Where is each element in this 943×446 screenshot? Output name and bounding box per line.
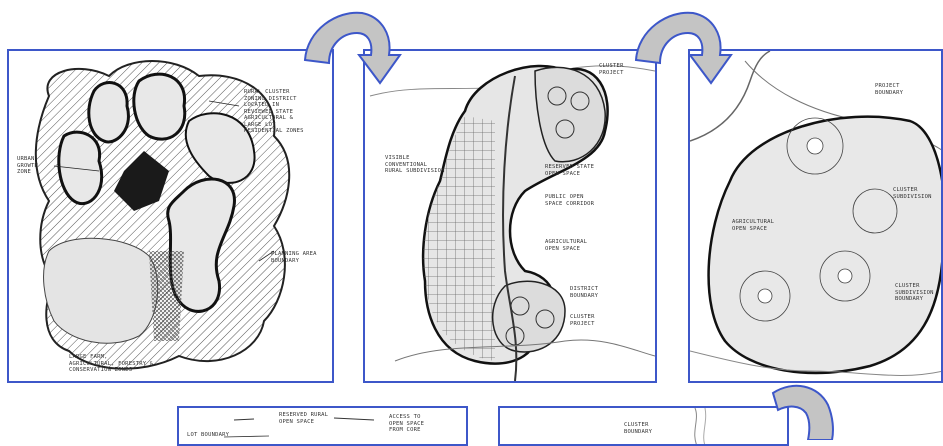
label-large-farm: LARGE FARM, AGRICULTURAL, FORESTRY & CON… [69,354,153,374]
diagram-panel-5: CLUSTER BOUNDARY [498,406,789,446]
panel-3-drawing [690,51,943,381]
label-agricultural-open-space-3: AGRICULTURAL OPEN SPACE [732,219,774,232]
diagram-panel-2: CLUSTER PROJECT VISIBLE CONVENTIONAL RUR… [363,49,657,383]
label-cluster-boundary: CLUSTER BOUNDARY [624,422,652,435]
diagram-panel-4: RESERVED RURAL OPEN SPACE ACCESS TO OPEN… [177,406,468,446]
diagram-panel-1: RURAL CLUSTER ZONING DISTRICT LOCATED IN… [7,49,334,383]
diagram-panel-3: PROJECT BOUNDARY AGRICULTURAL OPEN SPACE… [688,49,943,383]
label-district-boundary: DISTRICT BOUNDARY [570,286,598,299]
label-agricultural-open-space: AGRICULTURAL OPEN SPACE [545,239,587,252]
curved-arrow-2 [628,5,738,95]
label-access-open-space: ACCESS TO OPEN SPACE FROM CORE [389,414,424,434]
label-project-boundary: PROJECT BOUNDARY [875,83,903,96]
label-cluster-project-top: CLUSTER PROJECT [599,63,624,76]
label-reserved-rural: RESERVED RURAL OPEN SPACE [279,412,328,425]
label-planning-boundary: PLANNING AREA BOUNDARY [271,251,317,264]
label-rural-cluster: RURAL CLUSTER ZONING DISTRICT LOCATED IN… [244,89,304,135]
label-cluster-subdivision-boundary: CLUSTER SUBDIVISION BOUNDARY [895,283,934,303]
curved-arrow-3 [768,375,848,440]
label-cluster-subdivision: CLUSTER SUBDIVISION [893,187,932,200]
label-urban-growth: URBAN GROWTH ZONE [17,156,38,176]
label-lot-boundary: LOT BOUNDARY [187,432,229,439]
panel-2-drawing [365,51,655,381]
label-reserved-open-space: RESERVED STATE OPEN SPACE [545,164,594,177]
curved-arrow-1 [297,5,407,95]
label-cluster-project-bottom: CLUSTER PROJECT [570,314,595,327]
label-public-open-space: PUBLIC OPEN SPACE CORRIDOR [545,194,594,207]
label-visible-conventional: VISIBLE CONVENTIONAL RURAL SUBDIVISION [385,155,445,175]
